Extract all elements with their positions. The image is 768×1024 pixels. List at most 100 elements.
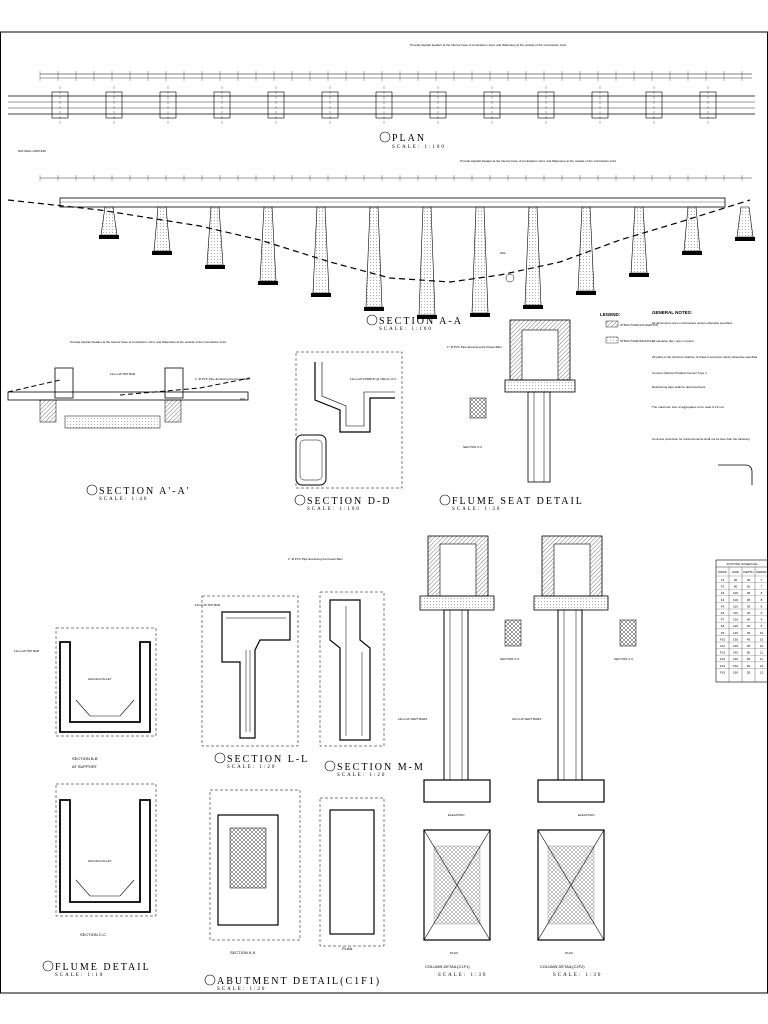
schedule-cell: 130 xyxy=(733,637,738,641)
flume-seat-scale: SCALE: 1:30 xyxy=(452,507,501,512)
section-footing xyxy=(152,251,172,255)
schedule-cell: 100 xyxy=(733,598,738,602)
section-bb-title: SECTION B-B xyxy=(72,756,98,761)
section-pier xyxy=(206,206,224,266)
schedule-cell: 90 xyxy=(734,578,738,582)
schedule-cell: 150 xyxy=(733,670,738,674)
schedule-cell: 35 xyxy=(747,598,751,602)
section-mm-view: 1" Ø PVC Pipe Enclosing the Dowel Bars S… xyxy=(288,557,423,778)
section-aa-scale: SCALE: 1:100 xyxy=(379,327,433,332)
section-footing xyxy=(470,313,490,317)
schedule-cell: 45 xyxy=(747,637,751,641)
plan-small-view: PLAN xyxy=(319,797,385,951)
schedule-header: MARK xyxy=(718,570,727,574)
section-aa-view: Provide Asphalt Sealant at the Interior … xyxy=(7,159,755,332)
schedule-cell: 12 xyxy=(760,664,764,668)
flume-detail-heading: FLUME DETAIL SCALE: 1:10 xyxy=(42,960,149,978)
col2-plan: PLAN xyxy=(565,951,573,955)
section-aa-ngl: NGL xyxy=(500,251,507,255)
schedule-cell: 120 xyxy=(733,624,738,628)
schedule-cell: 8 xyxy=(761,591,763,595)
schedule-cell: F11 xyxy=(720,644,725,648)
schedule-cell: 10 xyxy=(760,637,764,641)
schedule-header: REBAR xyxy=(756,570,767,574)
section-pier xyxy=(471,206,489,314)
section-ll-view: 12mm Ø TOP BAR SECTION L-L SCALE: 1:20 xyxy=(195,595,307,770)
section-footing xyxy=(311,293,331,297)
schedule-cell: 10 xyxy=(760,644,764,648)
section-pier xyxy=(312,206,330,294)
schedule-cell: 40 xyxy=(747,618,751,622)
schedule-cell: F8 xyxy=(721,624,725,628)
schedule-cell: F13 xyxy=(720,657,726,661)
schedule-cell: 11 xyxy=(760,657,763,661)
schedule-cell: F7 xyxy=(721,618,725,622)
section-aap-ngl: NGL xyxy=(240,397,247,401)
section-cc-title: SECTION C-C xyxy=(80,932,106,937)
column-detail-c2: SECTION X-X 16mm Ø VERT BARS ELEVATION P… xyxy=(512,535,637,978)
schedule-cell: 8 xyxy=(761,604,763,608)
schedule-cell: 50 xyxy=(747,657,751,661)
section-bb-bar: 12mm Ø TOP BAR xyxy=(14,649,40,653)
section-aap-scale: SCALE: 1:40 xyxy=(99,497,148,502)
section-pier xyxy=(630,206,648,274)
schedule-cell: F2 xyxy=(721,585,725,589)
section-pier xyxy=(577,206,595,292)
section-cc-view: HAUNCH FILLET SECTION C-C xyxy=(55,783,157,937)
note-7: Concrete protection for reinforcements s… xyxy=(652,437,750,441)
section-bb-view: HAUNCH FILLET 12mm Ø TOP BAR SECTION B-B… xyxy=(14,627,157,769)
schedule-cell: 110 xyxy=(733,604,738,608)
schedule-cell: 140 xyxy=(733,657,738,661)
section-footing xyxy=(364,307,384,311)
schedule-cell: 9 xyxy=(761,624,763,628)
schedule-cell: F5 xyxy=(721,604,725,608)
section-aa-title: SECTION A-A xyxy=(379,316,463,327)
col2-section-xx: SECTION X-X xyxy=(614,657,633,661)
schedule-cell: F10 xyxy=(720,637,726,641)
plan-ngl-label: NATURAL GROUND xyxy=(18,149,47,153)
schedule-header: SIZE xyxy=(732,570,739,574)
section-footing xyxy=(629,273,649,277)
schedule-cell: F1 xyxy=(721,578,725,582)
schedule-cell: 140 xyxy=(733,651,738,655)
flume-seat-view: SECTION X-X 1" Ø PVC Pipe Enclosing the … xyxy=(439,319,582,512)
section-pier xyxy=(100,206,118,236)
schedule-cell: 9 xyxy=(761,618,763,622)
schedule-cell: 40 xyxy=(747,611,751,615)
abutment-scale: SCALE: 1:20 xyxy=(217,987,266,992)
section-bb-haunch: HAUNCH FILLET xyxy=(88,677,112,681)
schedule-cell: 130 xyxy=(733,644,738,648)
section-dd-title: SECTION D-D xyxy=(307,496,392,507)
section-footing xyxy=(99,235,119,239)
general-notes: GENERAL NOTES: All dimensions are in cen… xyxy=(652,310,758,485)
section-pier xyxy=(365,206,383,308)
section-footing xyxy=(205,265,225,269)
section-aap-pipe: 1" Ø PVC Pipe Enclosing the Dowel Bars xyxy=(195,377,250,381)
col2-title: COLUMN DETAIL(C2F2) xyxy=(540,964,585,969)
col2-vert-bar: 16mm Ø VERT BARS xyxy=(512,717,541,721)
note-3: All parts of the structure shall be of C… xyxy=(652,355,758,359)
plan-asphalt-note: Provide Asphalt Sealant at the Interior … xyxy=(410,43,566,47)
note-1: All dimensions are in centimeters unless… xyxy=(652,321,732,325)
flume-detail-scale: SCALE: 1:10 xyxy=(55,973,104,978)
plan-title: PLAN xyxy=(392,133,426,144)
section-footing xyxy=(735,237,755,241)
section-mm-scale: SCALE: 1:20 xyxy=(337,773,386,778)
schedule-cell: 9 xyxy=(761,611,763,615)
section-kk-title: SECTION K-K xyxy=(230,950,256,955)
section-bb-sub: AT SUPPORT xyxy=(72,764,98,769)
section-pier xyxy=(259,206,277,282)
schedule-cell: 150 xyxy=(733,664,738,668)
legend-swatch-excavation xyxy=(605,320,619,328)
section-ll-scale: SCALE: 1:20 xyxy=(227,765,276,770)
section-dd-view: 12mm Ø STIRRUP @ 150mm O.C. SECTION D-D … xyxy=(294,351,403,512)
schedule-cell: 50 xyxy=(747,651,751,655)
schedule-cell: 8 xyxy=(761,598,763,602)
plan-view: Provide Asphalt Sealant at the Interior … xyxy=(8,43,755,153)
col2-scale: SCALE: 1:30 xyxy=(553,973,602,978)
section-aa-note: Provide Asphalt Sealant at the Interior … xyxy=(460,159,616,163)
section-pier xyxy=(418,206,436,316)
section-pier xyxy=(683,206,701,252)
section-aap-note: Provide Asphalt Sealant at the Interior … xyxy=(70,340,226,344)
schedule-cell: F4 xyxy=(721,598,725,602)
